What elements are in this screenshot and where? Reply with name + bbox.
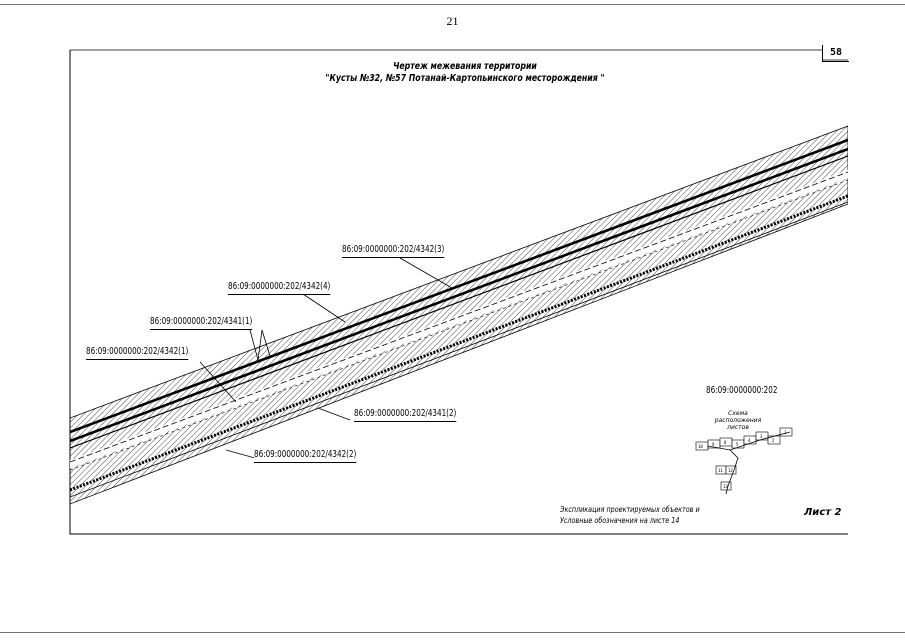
- scheme-sheet-3: 3: [760, 434, 763, 439]
- boundary-line-bottom: [70, 201, 848, 498]
- leader-p3: [399, 257, 453, 289]
- dashed-line-1: [70, 171, 848, 463]
- scheme-sheet-11: 11: [718, 468, 723, 473]
- parcel-label-4342-4: 86:09:0000000:202/4342(4): [228, 281, 331, 295]
- drawing-frame: [69, 50, 848, 535]
- parcel-label-4342-3: 86:09:0000000:202/4342(3): [342, 244, 445, 258]
- leader-p41: [249, 329, 271, 361]
- pipeline-line-3: [70, 155, 848, 449]
- dashed-line-2: [70, 179, 848, 471]
- scheme-sheet-4: 4: [748, 438, 751, 443]
- leader-p1: [199, 361, 237, 403]
- scheme-sheet-12: 12: [728, 468, 733, 473]
- sheet-number-box: 58: [822, 45, 849, 62]
- leader-p4: [299, 291, 346, 323]
- sheet-layout-scheme: [695, 427, 793, 495]
- scheme-sheet-1: 1: [784, 430, 787, 435]
- note-line-1: Экспликация проектируемых объектов и: [560, 505, 700, 514]
- scheme-sheet-8: 8: [724, 440, 727, 445]
- leader-p42-2: [317, 407, 351, 421]
- top-edge-line: [0, 4, 905, 5]
- drawing-subtitle: "Кусты №32, №57 Потанай-Картопьинского м…: [325, 73, 605, 84]
- parcel-label-4341-2: 86:09:0000000:202/4341(2): [354, 408, 457, 422]
- boundary-chain-line: [70, 194, 848, 492]
- scheme-sheet-2: 2: [772, 438, 775, 443]
- scheme-title: Схема расположения листов: [714, 410, 762, 431]
- sheet-label: Лист 2: [804, 507, 842, 518]
- page-number: 21: [446, 14, 459, 28]
- bottom-edge-line: [0, 632, 905, 633]
- parcel-label-4342-1: 86:09:0000000:202/4342(1): [86, 346, 189, 360]
- note-line-2: Условные обозначения на листе 14: [560, 516, 680, 525]
- scheme-sheet-10: 10: [698, 444, 703, 449]
- parcel-label-4342-2: 86:09:0000000:202/4342(2): [254, 449, 357, 463]
- scheme-sheet-5: 5: [736, 442, 739, 447]
- scheme-sheet-13: 13: [723, 484, 728, 489]
- leader-p2: [225, 449, 256, 459]
- parcel-label-4341-1: 86:09:0000000:202/4341(1): [150, 316, 253, 330]
- base-parcel-label: 86:09:0000000:202: [706, 385, 778, 396]
- pipeline-line-2: [70, 147, 848, 443]
- drawing-title: Чертеж межевания территории: [393, 61, 537, 72]
- pipeline-line-1: [70, 138, 848, 434]
- scheme-sheet-9: 9: [712, 442, 715, 447]
